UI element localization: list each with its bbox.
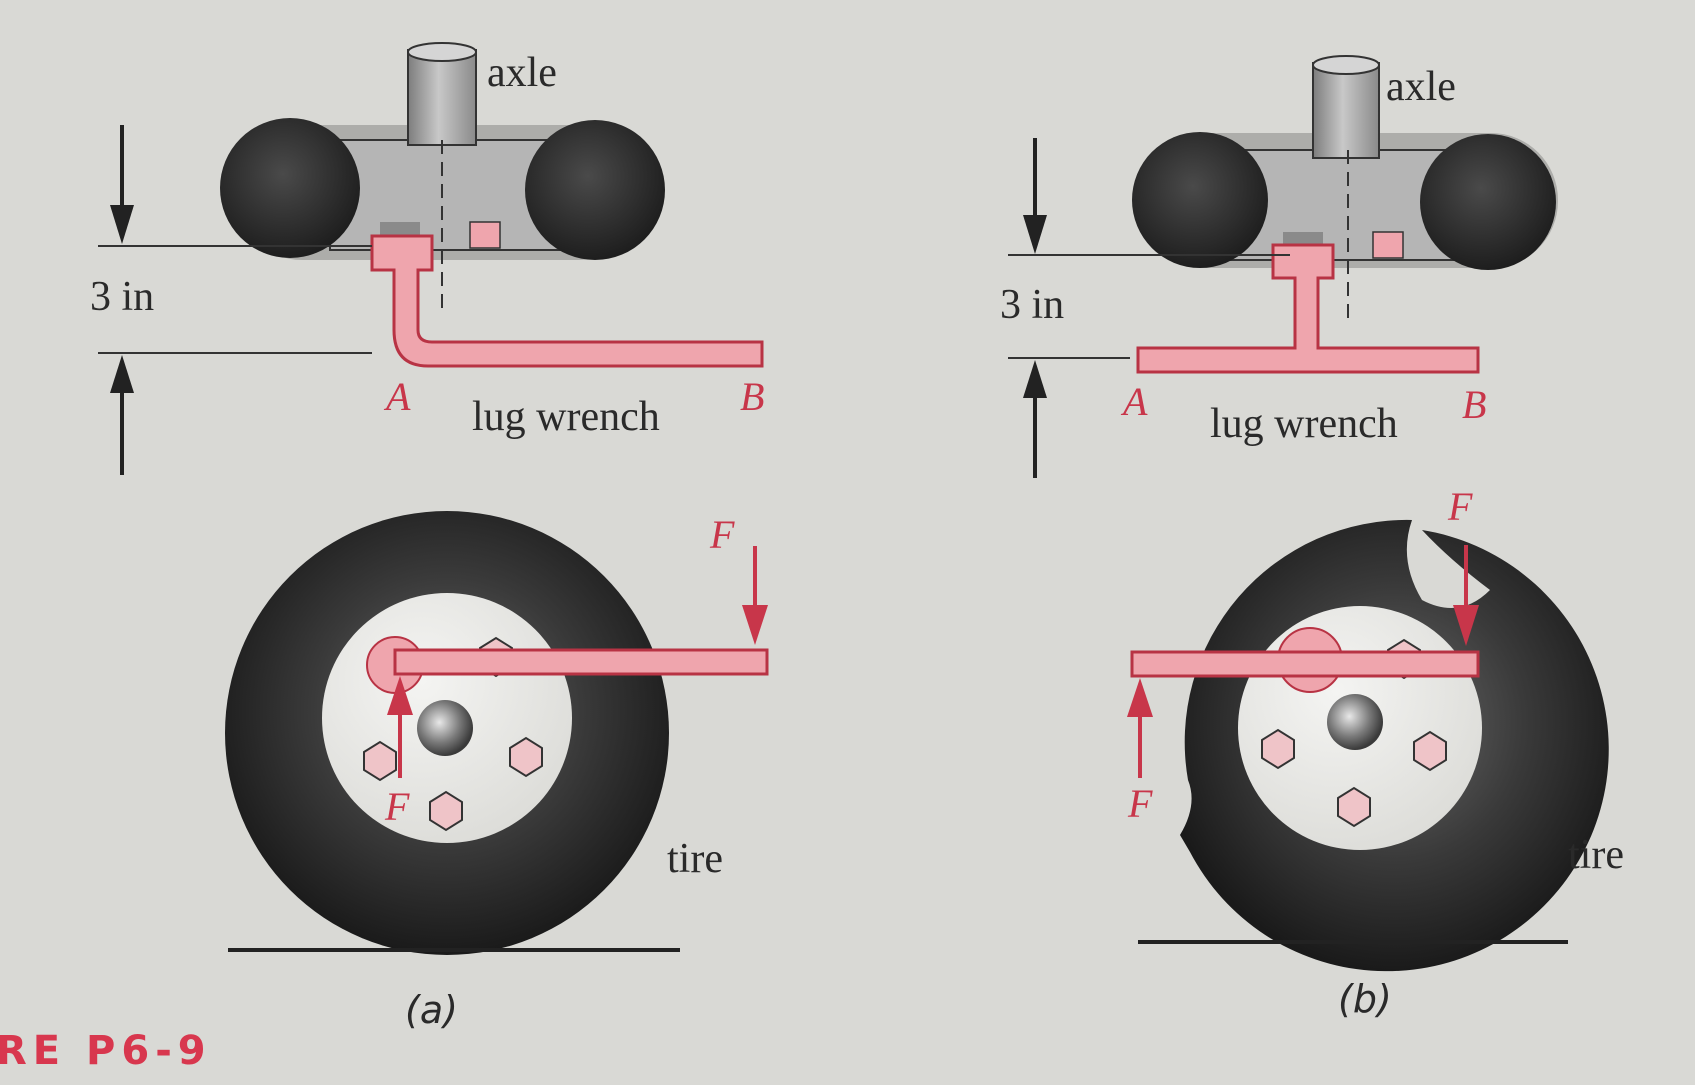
lug-nut bbox=[1337, 786, 1371, 828]
lug-wrench-label: lug wrench bbox=[472, 394, 660, 440]
tire-section-right bbox=[1420, 134, 1556, 270]
axle-center bbox=[417, 700, 473, 756]
lug-nut bbox=[1261, 728, 1295, 770]
panel-a: 3 in axle A B lug wrench bbox=[90, 42, 769, 1032]
tire-section-left bbox=[220, 118, 360, 258]
point-a-label: A bbox=[383, 374, 411, 419]
axle-end bbox=[1312, 55, 1380, 75]
wrench-handle bbox=[393, 648, 769, 676]
panel-b-top-view: 3 in axle A B lug wrench bbox=[1000, 55, 1558, 478]
tire-label: tire bbox=[1568, 832, 1624, 878]
axle-end bbox=[407, 42, 477, 62]
panel-b-front-view: F F tire bbox=[1127, 484, 1624, 972]
dimension-label: 3 in bbox=[90, 274, 154, 320]
lug-stud bbox=[1283, 232, 1323, 244]
dim-arrow-up bbox=[1023, 360, 1047, 478]
lug-nut bbox=[1372, 231, 1404, 259]
lug-nut bbox=[469, 221, 501, 249]
force-arrow-down bbox=[742, 546, 768, 645]
lug-wrench-a bbox=[370, 234, 764, 368]
panel-b-caption: (b) bbox=[1338, 977, 1392, 1021]
lug-stud bbox=[380, 222, 420, 236]
axle-label: axle bbox=[1386, 64, 1456, 110]
point-a-label: A bbox=[1120, 379, 1148, 424]
figure-caption: RE P6-9 bbox=[0, 1028, 212, 1074]
axle-label: axle bbox=[487, 50, 557, 96]
lug-nut bbox=[363, 740, 397, 782]
lug-nut bbox=[1413, 730, 1447, 772]
lug-wrench-label: lug wrench bbox=[1210, 401, 1398, 447]
force-label-top: F bbox=[1447, 484, 1473, 529]
force-arrow-down bbox=[1453, 545, 1479, 646]
dim-arrow-up bbox=[110, 355, 134, 475]
axle-shaft bbox=[407, 49, 477, 146]
panel-a-caption: (a) bbox=[405, 988, 458, 1032]
wrench-handle bbox=[1130, 650, 1480, 678]
point-b-label: B bbox=[740, 374, 764, 419]
lug-wrench-b bbox=[1136, 243, 1480, 374]
tire-section-left bbox=[1132, 132, 1268, 268]
force-arrow-up bbox=[387, 676, 413, 778]
panel-b: 3 in axle A B lug wrench bbox=[1000, 55, 1624, 1021]
force-label-bottom: F bbox=[1127, 781, 1153, 826]
panel-a-top-view: 3 in axle A B lug wrench bbox=[90, 42, 764, 475]
force-arrow-up bbox=[1127, 678, 1153, 778]
lug-nut bbox=[429, 790, 463, 832]
dim-arrow-down bbox=[110, 125, 134, 244]
axle-center bbox=[1327, 694, 1383, 750]
tire-label: tire bbox=[667, 836, 723, 882]
panel-a-front-view: F F tire bbox=[225, 511, 769, 955]
force-label-top: F bbox=[709, 512, 735, 557]
dim-arrow-down bbox=[1023, 138, 1047, 254]
tire-section-right bbox=[525, 120, 665, 260]
axle-shaft bbox=[1312, 62, 1380, 159]
point-b-label: B bbox=[1462, 382, 1486, 427]
lug-nut bbox=[509, 736, 543, 778]
dimension-label: 3 in bbox=[1000, 282, 1064, 328]
force-label-bottom: F bbox=[384, 784, 410, 829]
